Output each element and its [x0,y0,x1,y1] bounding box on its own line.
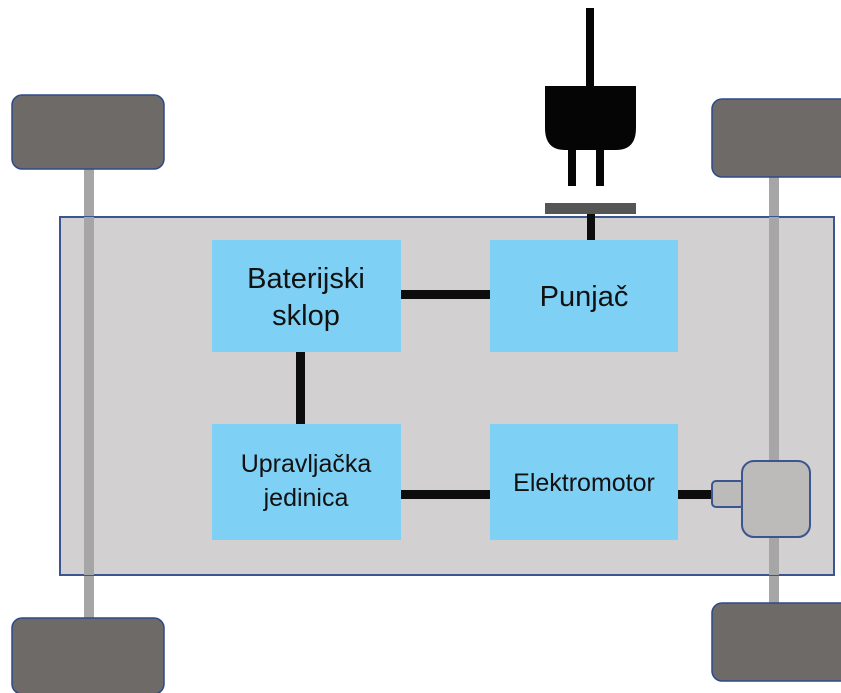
wheel-top-right [711,98,841,178]
control-unit-block: Upravljačka jedinica [212,424,401,540]
link-battery-charger [401,290,490,299]
battery-block-box [212,240,401,352]
link-socket-charger [587,214,595,240]
wheel-bottom-right [711,602,841,682]
plug-prong-left [568,150,576,186]
motor-block-box [490,424,678,540]
battery-label-line1: Baterijski [247,263,365,295]
charging-socket [545,203,636,214]
charger-block-box [490,240,678,352]
battery-block: Baterijski sklop [212,240,401,352]
drive-motor-housing [741,460,811,538]
plug-prong-right [596,150,604,186]
charger-label: Punjač [540,281,629,313]
plug-icon [545,86,636,150]
charger-block: Punjač [490,240,678,352]
vehicle-chassis [59,216,835,576]
link-battery-control [296,352,305,424]
control-unit-label-line1: Upravljačka [241,450,372,478]
wheel-top-left [11,94,165,170]
control-unit-label-line2: jedinica [263,484,349,512]
front-axle-overlay [84,217,94,575]
link-motor-drive [678,490,714,499]
plug-cable [586,8,594,88]
wheel-bottom-left [11,617,165,693]
link-control-motor [401,490,490,499]
control-unit-block-box [212,424,401,540]
motor-label: Elektromotor [513,469,655,497]
rear-axle-overlay [769,217,779,575]
motor-shaft-coupling [711,480,745,508]
battery-label-line2: sklop [272,300,340,332]
motor-block: Elektromotor [490,424,678,540]
